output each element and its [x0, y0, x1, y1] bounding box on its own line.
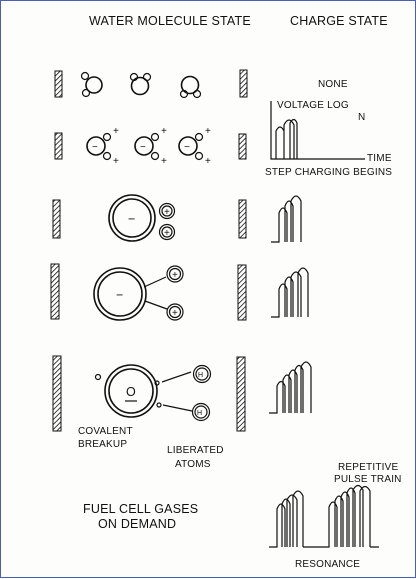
repetitive-label: REPETITIVE [338, 462, 398, 473]
fuel-cell-line1: FUEL CELL GASES [83, 502, 198, 516]
water-molecule [129, 72, 152, 96]
hydrogen-atom [158, 202, 176, 220]
svg-text:+: + [172, 308, 178, 319]
svg-text:−: − [184, 142, 190, 153]
right-plate [239, 69, 248, 98]
svg-text:+: + [113, 156, 119, 167]
svg-text:−: − [128, 212, 136, 226]
right-plate [238, 133, 247, 160]
row-step-charged: − + + [52, 194, 247, 242]
left-plate [52, 199, 61, 239]
charge-state-header: CHARGE STATE [290, 14, 388, 28]
voltage-graph-rising [271, 267, 309, 318]
svg-text:+: + [164, 207, 170, 218]
water-state-header: WATER MOLECULE STATE [89, 14, 251, 28]
liberated-hydrogen [192, 364, 212, 384]
svg-text:+: + [113, 126, 119, 137]
row-neutral [54, 69, 248, 99]
right-plate [236, 356, 246, 432]
none-label: NONE [318, 79, 348, 90]
atoms-label: ATOMS [175, 459, 211, 470]
hydrogen-atom [166, 265, 184, 283]
oxygen-atom [108, 194, 156, 242]
polarized-molecule: − + + [86, 126, 119, 167]
svg-text:+: + [205, 126, 211, 137]
hydrogen-atom [166, 303, 184, 321]
voltage-graph-initial [270, 101, 365, 160]
oxygen-atom [93, 267, 147, 321]
svg-text:+: + [161, 126, 167, 137]
svg-text:−: − [92, 142, 98, 153]
svg-text:−: − [116, 288, 124, 302]
svg-text:+: + [164, 228, 170, 239]
svg-text:H: H [198, 372, 203, 379]
svg-text:−: − [140, 142, 146, 153]
liberated-hydrogen [191, 402, 211, 422]
hydrogen-atom [158, 223, 176, 241]
oxygen-label: O [126, 385, 136, 399]
n-label: N [358, 112, 365, 123]
fuel-cell-line2: ON DEMAND [98, 517, 176, 531]
covalent-label: COVALENT [78, 426, 133, 437]
left-plate [52, 355, 62, 432]
oxygen-atom [104, 364, 158, 418]
polarized-molecule: − + + [134, 126, 167, 167]
breakup-label: BREAKUP [78, 439, 127, 450]
row-breakup: O H H [52, 355, 246, 432]
left-plate [54, 70, 63, 98]
voltage-graph-step [271, 195, 302, 243]
left-plate [50, 263, 60, 320]
time-label: TIME [367, 153, 392, 164]
voltage-log-label: VOLTAGE LOG [277, 100, 349, 111]
svg-text:H: H [197, 410, 202, 417]
svg-text:+: + [172, 270, 178, 281]
polarized-molecule: − + + [178, 126, 211, 167]
voltage-graph-breakup [269, 361, 312, 414]
svg-text:+: + [161, 156, 167, 167]
step-charging-label: STEP CHARGING BEGINS [265, 167, 392, 178]
voltage-graph-resonance [269, 484, 379, 548]
row-polarized: − + + − + + − + + [54, 126, 247, 167]
svg-text:+: + [205, 156, 211, 167]
left-plate [54, 132, 63, 160]
water-molecule [179, 75, 202, 99]
liberated-label: LIBERATED [167, 445, 224, 456]
row-elongated: − + + [50, 263, 247, 321]
resonance-label: RESONANCE [295, 559, 360, 570]
pulse-train-label: PULSE TRAIN [334, 474, 402, 485]
water-molecule [80, 71, 103, 98]
right-plate [237, 264, 247, 321]
right-plate [238, 199, 247, 239]
